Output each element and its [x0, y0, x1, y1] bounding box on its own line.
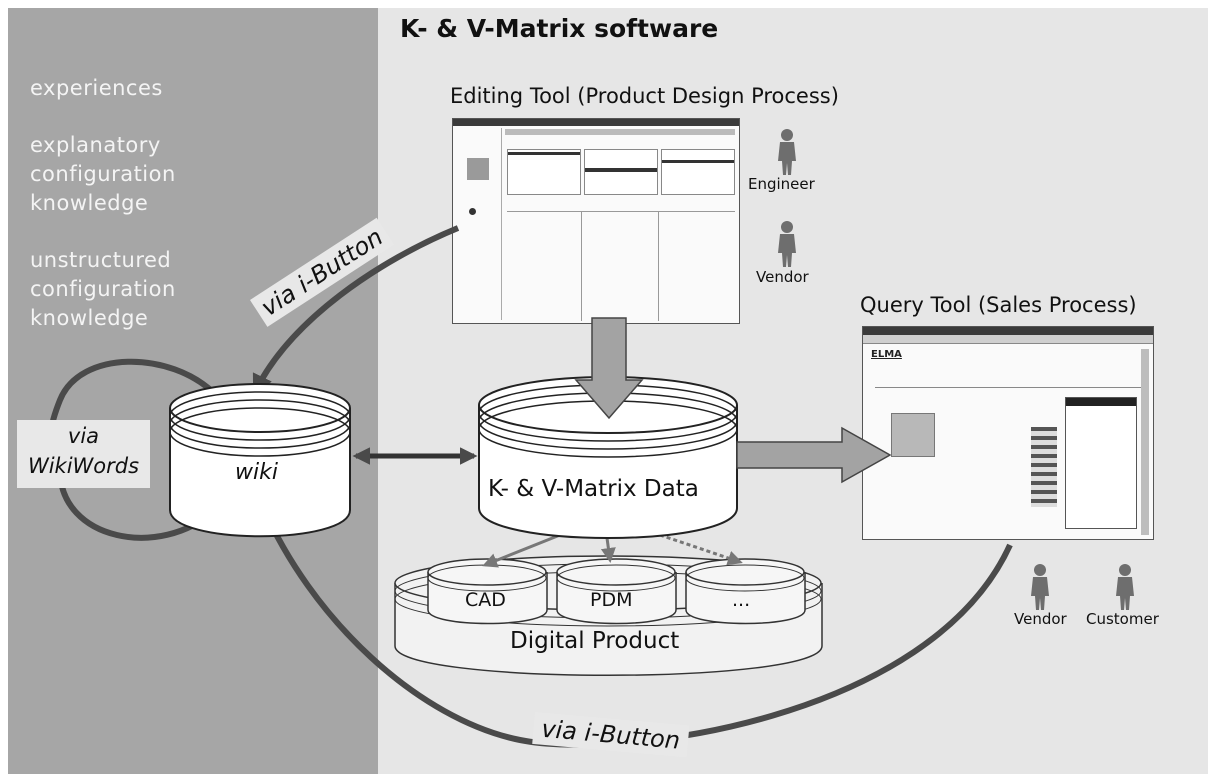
column-divider-1	[581, 211, 582, 321]
customer-figure	[1116, 564, 1134, 610]
pdm-label: PDM	[590, 589, 633, 611]
arrow-to-cad	[482, 533, 561, 568]
wikiwords-label-box	[17, 420, 150, 488]
editing-tool-sidebar	[455, 128, 502, 320]
list-selection-1	[508, 152, 580, 155]
role-vendor-editing: Vendor	[756, 268, 809, 286]
matrix-data-store	[478, 376, 738, 539]
scrollbar	[1141, 349, 1149, 535]
vendor-figure-editing	[778, 221, 796, 267]
option-list	[1031, 427, 1057, 507]
digital-product-label: Digital Product	[510, 628, 680, 654]
left-text-experiences: experiences	[30, 76, 163, 100]
window-titlebar	[453, 119, 739, 126]
sidebar-dot	[469, 208, 476, 215]
vendor-figure-query	[1031, 564, 1049, 610]
left-text-knowledge-2: knowledge	[30, 306, 149, 330]
list-selection-2	[585, 168, 657, 172]
query-tool-title: Query Tool (Sales Process)	[860, 293, 1137, 317]
left-text-explanatory: explanatory	[30, 133, 161, 157]
arrow-to-other	[659, 533, 743, 566]
product-image	[891, 413, 935, 457]
editing-tool-header	[505, 129, 735, 135]
matrix-data-label: K- & V-Matrix Data	[488, 476, 699, 502]
column-divider-2	[658, 211, 659, 321]
section-divider	[507, 211, 735, 212]
list-box-2	[584, 149, 658, 195]
other-label: ...	[732, 589, 751, 611]
left-text-configuration-2: configuration	[30, 277, 176, 301]
browser-toolbar	[863, 335, 1153, 344]
data-to-query-arrow	[736, 426, 892, 484]
list-box-1	[507, 149, 581, 195]
config-header	[1066, 398, 1136, 406]
left-text-unstructured: unstructured	[30, 248, 172, 272]
cad-store	[427, 558, 548, 625]
list-box-3	[661, 149, 735, 195]
role-engineer: Engineer	[748, 175, 815, 193]
left-text-configuration-1: configuration	[30, 162, 176, 186]
ibutton-arrow-top	[252, 225, 460, 396]
page-title: K- & V-Matrix software	[400, 14, 719, 43]
arrow-to-pdm	[600, 537, 616, 563]
other-store	[685, 558, 806, 625]
wiki-label: wiki	[235, 460, 278, 485]
wikiwords-label-line2: WikiWords	[27, 454, 140, 478]
config-panel	[1065, 397, 1137, 529]
elma-logo: ELMA	[871, 349, 902, 360]
engineer-figure	[778, 129, 796, 175]
wiki-store	[169, 383, 351, 538]
left-text-knowledge-1: knowledge	[30, 191, 149, 215]
pdm-store	[556, 558, 677, 625]
list-selection-3	[662, 160, 734, 163]
role-customer: Customer	[1086, 610, 1159, 628]
browser-titlebar	[863, 327, 1153, 335]
query-tool-screenshot: ELMA	[862, 326, 1154, 540]
editing-to-data-arrow	[574, 317, 644, 420]
sidebar-image	[467, 158, 489, 180]
editing-tool-screenshot	[452, 118, 740, 324]
query-divider	[875, 387, 1141, 388]
editing-tool-title: Editing Tool (Product Design Process)	[450, 84, 839, 108]
role-vendor-query: Vendor	[1014, 610, 1067, 628]
cad-label: CAD	[465, 589, 506, 611]
wikiwords-label-line1: via	[67, 424, 100, 448]
